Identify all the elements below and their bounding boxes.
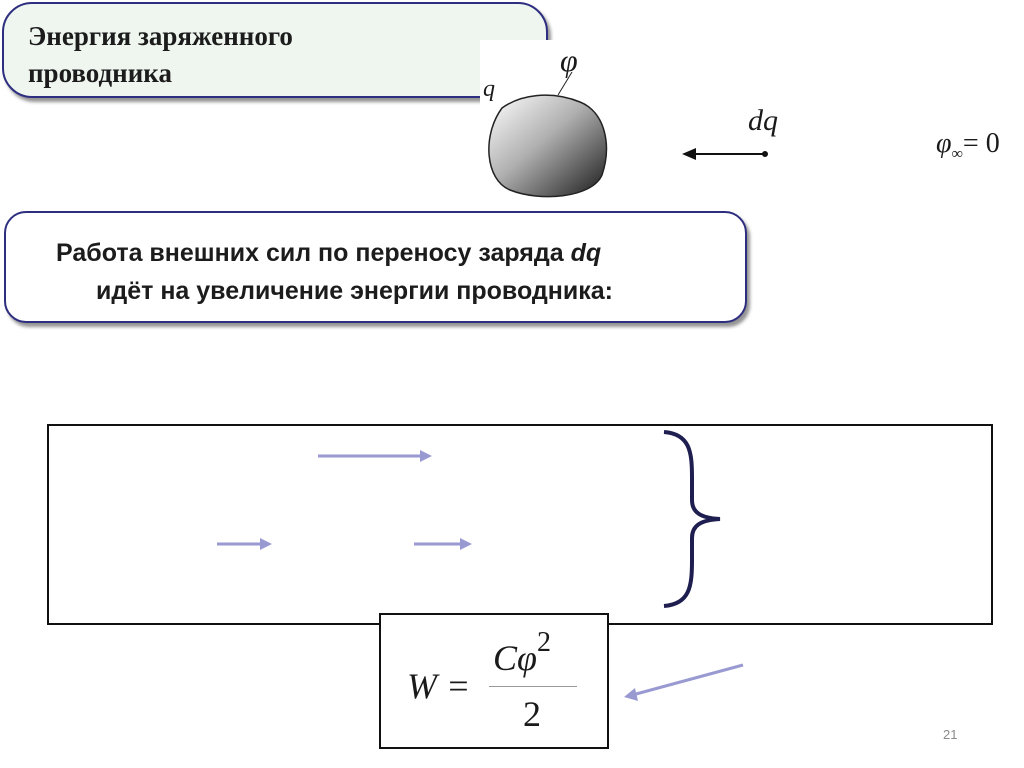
fraction-bar (489, 686, 577, 687)
curly-brace (664, 432, 720, 606)
arrow-bottom-middle (414, 538, 472, 550)
formula-denominator: 2 (523, 693, 541, 735)
formula-exponent: 2 (537, 627, 551, 658)
arrow-to-formula (624, 665, 743, 701)
formula-phi: φ (517, 638, 537, 678)
arrow-top (318, 450, 432, 462)
formula-numerator: Cφ2 (493, 633, 551, 679)
arrow-bottom-left (217, 538, 272, 550)
energy-formula-box: W = Cφ2 2 (379, 613, 609, 749)
formula-lhs: W = (407, 665, 470, 707)
formula-c: C (493, 638, 517, 678)
page-number: 21 (943, 727, 957, 742)
